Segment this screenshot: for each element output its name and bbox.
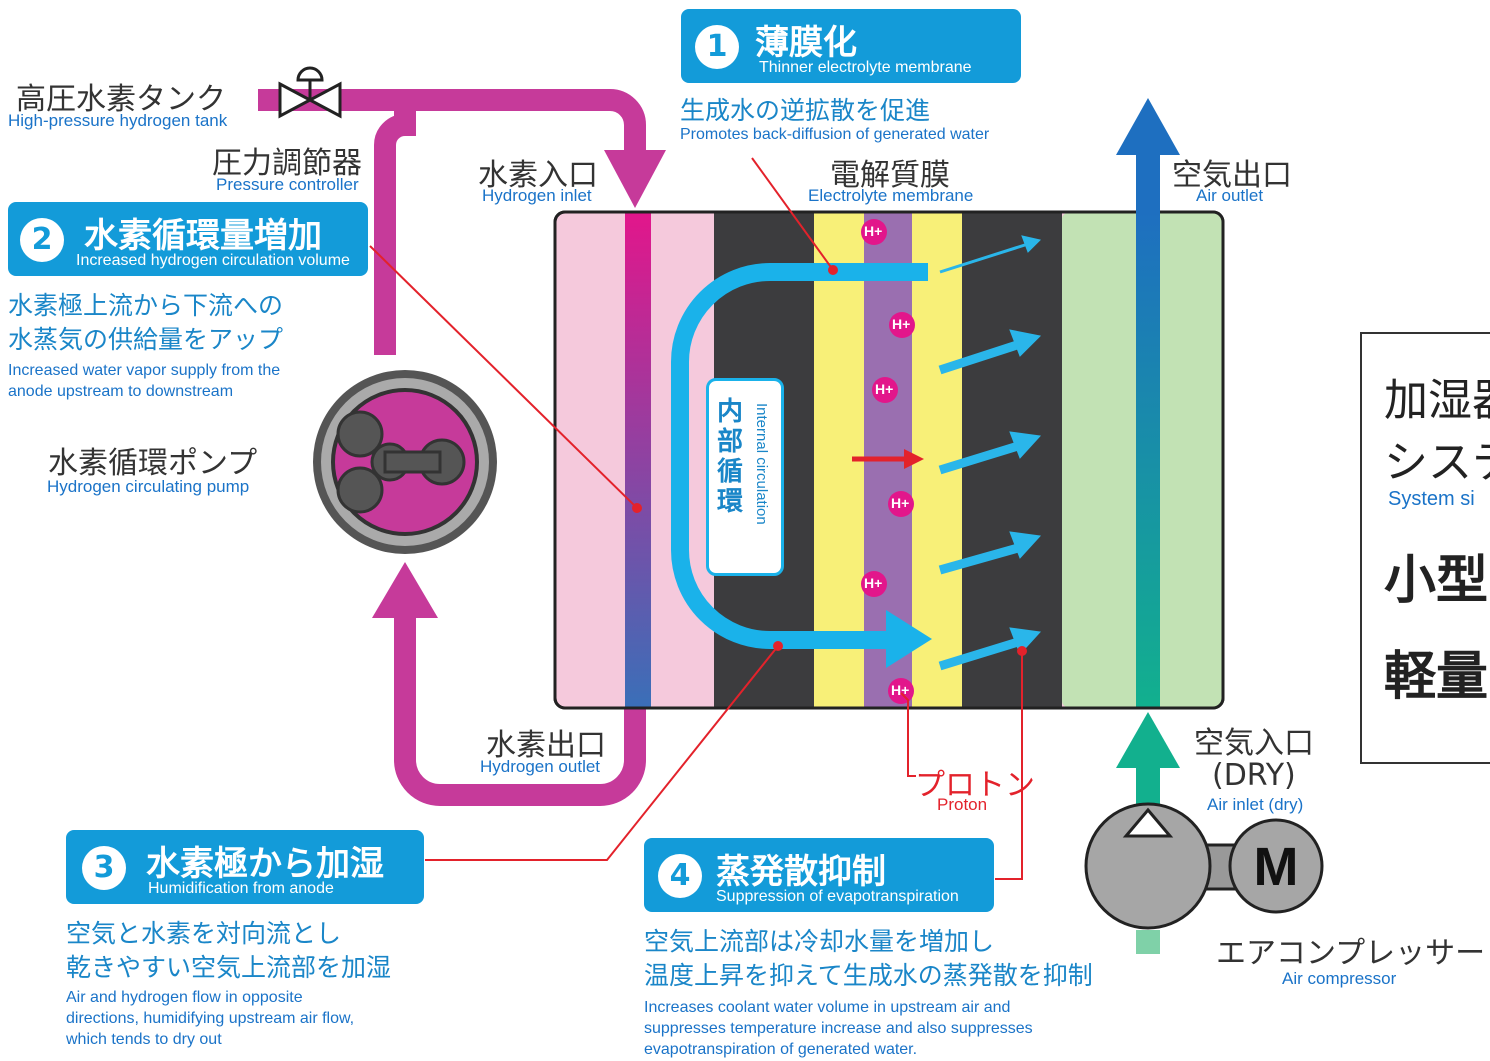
pump-label-jp: 水素循環ポンプ: [48, 446, 258, 481]
compressor-label-jp: エアコンプレッサー: [1216, 936, 1486, 971]
air-inlet-dry: (DRY): [1212, 758, 1296, 793]
compressor-label-en: Air compressor: [1282, 969, 1397, 988]
point-3-box: 3 水素極から加湿 Humidification from anode: [66, 830, 424, 904]
proton-label: H+: [892, 316, 911, 332]
tank-label-en: High-pressure hydrogen tank: [8, 111, 228, 130]
point-1-desc-jp: 生成水の逆拡散を促進: [680, 96, 931, 125]
point-3-desc-en-1: Air and hydrogen flow in opposite: [66, 989, 303, 1006]
pressure-valve-icon: [278, 66, 342, 119]
point-3-desc-jp-1: 空気と水素を対向流とし: [66, 919, 342, 948]
hydrogen-inlet-en: Hydrogen inlet: [482, 186, 592, 205]
point-4-title-jp: 蒸発散抑制: [716, 852, 886, 892]
internal-circulation-arrowhead: [886, 610, 932, 668]
point-4-desc-jp-1: 空気上流部は冷却水量を増加し: [644, 927, 995, 956]
point-3-number: 3: [82, 846, 126, 890]
membrane-label-jp: 電解質膜: [830, 158, 950, 193]
point-2-title-en: Increased hydrogen circulation volume: [76, 252, 350, 269]
hydrogen-pump-icon: [313, 370, 497, 554]
hydrogen-inlet-jp: 水素入口: [478, 158, 598, 193]
point-4-desc-en-1: Increases coolant water volume in upstre…: [644, 999, 1011, 1016]
point-3-desc-en-2: directions, humidifying upstream air flo…: [66, 1010, 355, 1027]
side-panel-line-3: System si: [1388, 488, 1475, 510]
hydrogen-outlet-en: Hydrogen outlet: [480, 757, 601, 776]
compressor-motor-label: M: [1253, 837, 1299, 897]
point-1-number: 1: [695, 25, 739, 69]
air-outlet-arrow: [1116, 98, 1180, 155]
point-4-desc-jp-2: 温度上昇を抑えて生成水の蒸発散を抑制: [644, 961, 1093, 990]
proton-label-en: Proton: [937, 795, 988, 814]
proton-label: H+: [875, 381, 894, 397]
internal-circulation-en: Internal circulation: [753, 403, 770, 525]
side-panel-line-4: 小型: [1384, 551, 1489, 611]
air-inlet-arrow: [1116, 712, 1180, 768]
point-4-desc-en-3: evapotranspiration of generated water.: [644, 1041, 918, 1058]
proton-label-jp: プロトン: [915, 768, 1035, 803]
point-1-desc-en: Promotes back-diffusion of generated wat…: [680, 126, 990, 143]
point-2-title-jp: 水素循環量増加: [84, 216, 322, 256]
proton-label: H+: [891, 495, 910, 511]
air-inlet-jp: 空気入口: [1194, 726, 1314, 761]
pressure-label-jp: 圧力調節器: [212, 146, 362, 181]
proton-markers: [861, 219, 915, 704]
pump-label-en: Hydrogen circulating pump: [47, 477, 250, 496]
air-outlet-en: Air outlet: [1196, 186, 1264, 205]
point-3-title-en: Humidification from anode: [148, 880, 334, 897]
tank-label-jp: 高圧水素タンク: [16, 82, 226, 117]
point-4-box: 4 蒸発散抑制 Suppression of evapotranspiratio…: [644, 838, 994, 912]
air-supply-pipe: [1136, 930, 1160, 954]
proton-label: H+: [891, 682, 910, 698]
side-panel: 加湿器 システム System si 小型 軽量: [1360, 332, 1490, 764]
point-3-desc-en-3: which tends to dry out: [66, 1031, 222, 1048]
hydrogen-inlet-arrow: [604, 150, 666, 208]
air-compressor-icon: [1084, 802, 1324, 930]
water-diffusion-arrows: [938, 235, 1042, 671]
hydrogen-piping: [258, 89, 646, 806]
side-panel-line-1: 加湿器: [1384, 375, 1490, 426]
point-4-number: 4: [658, 854, 702, 898]
membrane-label-en: Electrolyte membrane: [808, 186, 974, 205]
air-inlet-en: Air inlet (dry): [1207, 795, 1304, 814]
callout-lines: [369, 157, 1023, 880]
hydrogen-return-arrow: [372, 562, 438, 618]
side-panel-line-2: システム: [1384, 437, 1490, 488]
point-2-desc-jp-1: 水素極上流から下流への: [8, 291, 284, 320]
callout-dots: [632, 265, 1027, 656]
proton-label: H+: [864, 223, 883, 239]
internal-circulation-jp: 内部循環: [717, 397, 744, 517]
point-3-title-jp: 水素極から加湿: [146, 844, 384, 884]
air-outlet-jp: 空気出口: [1172, 158, 1292, 193]
air-outlet-shaft: [1136, 150, 1160, 214]
side-panel-line-5: 軽量: [1384, 647, 1489, 707]
point-1-box: 1 薄膜化 Thinner electrolyte membrane: [681, 9, 1021, 83]
proton-label: H+: [864, 575, 883, 591]
point-2-desc-en-2: anode upstream to downstream: [8, 383, 234, 400]
proton-flow-arrow: [852, 449, 924, 469]
point-4-title-en: Suppression of evapotranspiration: [716, 888, 959, 905]
point-3-desc-jp-2: 乾きやすい空気上流部を加湿: [66, 953, 392, 982]
hydrogen-outlet-jp: 水素出口: [486, 728, 606, 763]
point-2-desc-en-1: Increased water vapor supply from the: [8, 362, 281, 379]
point-2-number: 2: [20, 218, 64, 262]
internal-circulation-arrow: [671, 263, 928, 649]
point-1-title-en: Thinner electrolyte membrane: [759, 59, 972, 76]
pressure-label-en: Pressure controller: [216, 175, 359, 194]
point-2-box: 2 水素循環量増加 Increased hydrogen circulation…: [8, 202, 368, 276]
internal-circulation-label: 内部循環 Internal circulation: [706, 378, 784, 576]
point-4-desc-en-2: suppresses temperature increase and also…: [644, 1020, 1033, 1037]
point-1-title-jp: 薄膜化: [755, 23, 857, 63]
point-2-desc-jp-2: 水蒸気の供給量をアップ: [8, 325, 284, 354]
